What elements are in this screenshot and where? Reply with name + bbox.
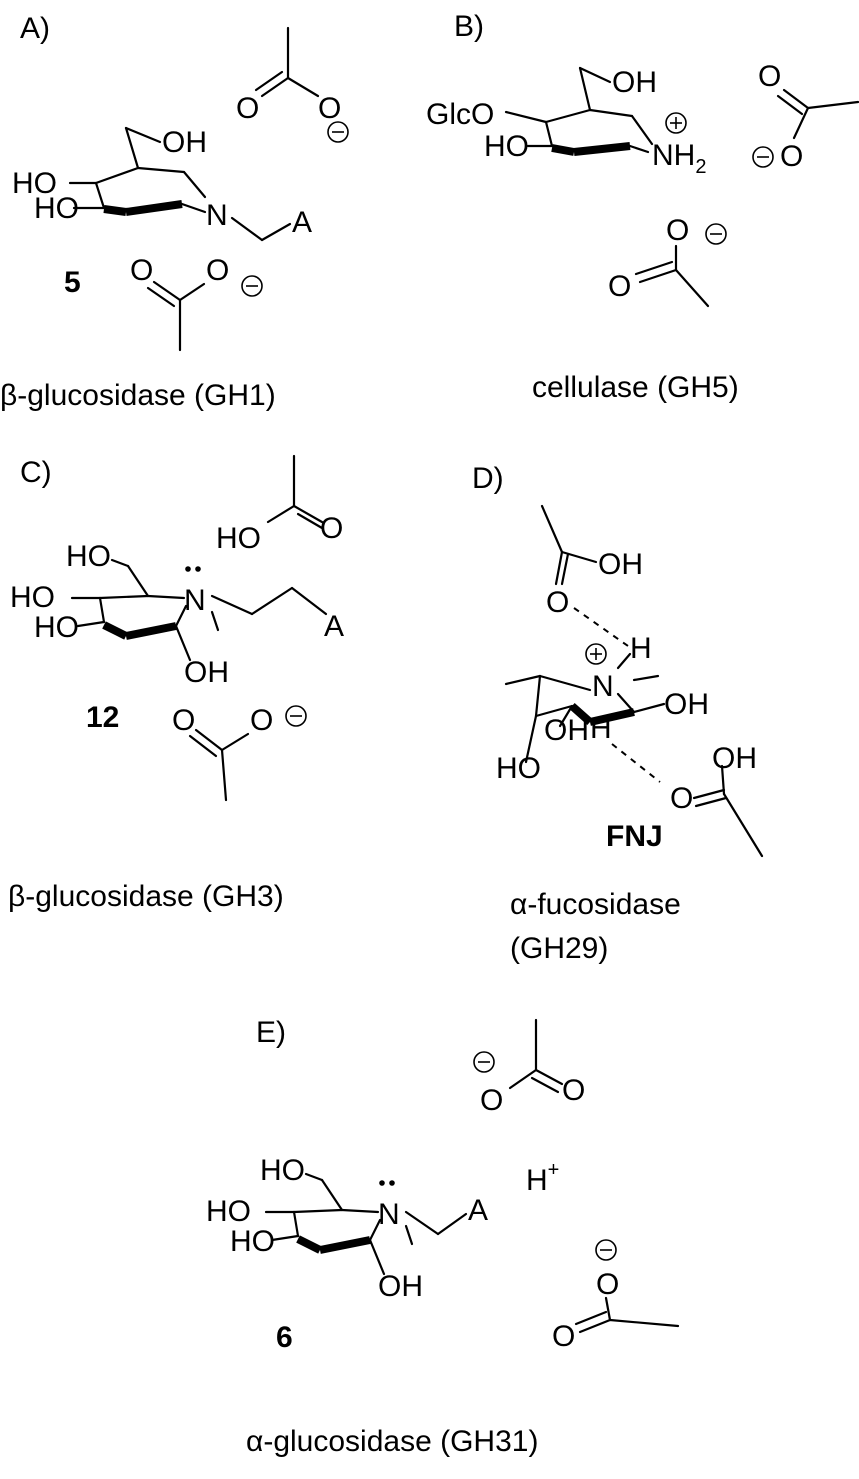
atom-ho: HO: [34, 192, 79, 225]
negative-charge-icon: [752, 146, 774, 168]
acetate-lower-a: O O: [130, 254, 263, 352]
atom-o-neg: O: [250, 704, 273, 737]
atom-o: O: [236, 92, 259, 125]
atom-o-neg: O: [318, 92, 341, 125]
panel-b-label: B): [454, 10, 484, 43]
compound-number: 5: [64, 266, 81, 299]
atom-oh: OH: [712, 742, 757, 775]
atom-o-neg: O: [206, 254, 229, 287]
panel-a-label: A): [20, 12, 50, 45]
acid-upper-c: HO O: [216, 454, 343, 555]
panel-e: E) O O H+ HO HO: [206, 1016, 680, 1458]
atom-oh: OH: [378, 1270, 423, 1303]
atom-oh: OH: [612, 66, 657, 99]
atom-o-neg: O: [780, 140, 803, 173]
atom-a: A: [292, 206, 312, 239]
atom-o: O: [608, 270, 631, 303]
atom-h: H: [590, 712, 612, 745]
negative-charge-icon: [327, 121, 349, 143]
enzyme-caption-line1: α-fucosidase: [510, 888, 681, 921]
atom-a: A: [324, 610, 344, 643]
positive-charge-icon: [585, 643, 607, 665]
panel-a: A) O O OH HO HO N: [0, 12, 349, 412]
panel-e-label: E): [256, 1016, 286, 1049]
acetate-lower-b: O O: [608, 214, 727, 308]
positive-charge-icon: [665, 112, 687, 134]
acid-upper-d: OH O: [540, 504, 643, 647]
acetate-right-b: O O: [752, 60, 859, 173]
atom-n: N: [378, 1198, 400, 1231]
negative-charge-icon: [595, 1239, 617, 1261]
panel-c-label: C): [20, 456, 52, 489]
compound-number: 12: [86, 701, 119, 734]
atom-n: N: [206, 199, 228, 232]
atom-ho: HO: [484, 130, 529, 163]
panel-d: D) OH O H N OH OH: [472, 462, 764, 965]
atom-h: H: [630, 632, 652, 665]
enzyme-caption: β-glucosidase (GH1): [0, 379, 276, 412]
iminosugar-b: OH GlcO HO NH2: [426, 66, 706, 178]
enzyme-caption: α-glucosidase (GH31): [246, 1425, 538, 1458]
atom-o: O: [320, 512, 343, 545]
atom-glco: GlcO: [426, 98, 494, 131]
atom-o: O: [562, 1074, 585, 1107]
atom-ho: HO: [260, 1154, 305, 1187]
enzyme-caption-line2: (GH29): [510, 932, 608, 965]
negative-charge-icon: [241, 275, 263, 297]
atom-ho: HO: [230, 1225, 275, 1258]
proton: H+: [526, 1159, 559, 1197]
atom-ho: HO: [216, 522, 261, 555]
atom-ho: HO: [10, 581, 55, 614]
iminosugar-12: HO HO HO N OH A: [10, 540, 344, 689]
atom-ho: HO: [12, 167, 57, 200]
panel-c: C) HO O HO HO HO N: [8, 454, 344, 913]
acetate-lower-e: O O: [552, 1239, 680, 1353]
iminosugar-fnj: H N OH OH H HO: [496, 632, 709, 785]
atom-ho: HO: [206, 1195, 251, 1228]
compound-number: 6: [276, 1321, 293, 1354]
atom-oh: OH: [184, 656, 229, 689]
atom-n: N: [184, 584, 206, 617]
panel-d-label: D): [472, 462, 504, 495]
acetate-lower-c: O O: [172, 704, 307, 802]
atom-o: O: [670, 782, 693, 815]
iminosugar-5: OH HO HO N A: [12, 126, 312, 242]
atom-o: O: [172, 704, 195, 737]
atom-a: A: [468, 1194, 488, 1227]
negative-charge-icon: [705, 223, 727, 245]
atom-ho: HO: [496, 752, 541, 785]
atom-oh: OH: [664, 688, 709, 721]
iminosugar-6: HO HO HO N OH A: [206, 1154, 488, 1303]
negative-charge-icon: [473, 1051, 495, 1073]
atom-o-neg: O: [666, 214, 689, 247]
atom-ho: HO: [34, 611, 79, 644]
atom-n: N: [592, 670, 614, 703]
atom-o-neg: O: [596, 1268, 619, 1301]
atom-oh: OH: [162, 126, 207, 159]
atom-o: O: [552, 1320, 575, 1353]
atom-o: O: [758, 60, 781, 93]
acid-lower-d: O OH: [670, 742, 764, 858]
atom-nh2: NH2: [652, 139, 706, 178]
atom-o: O: [546, 586, 569, 619]
acetate-upper-e: O O: [473, 1018, 585, 1117]
atom-oh: OH: [544, 714, 589, 747]
atom-o-neg: O: [480, 1084, 503, 1117]
atom-o: O: [130, 254, 153, 287]
atom-oh: OH: [598, 548, 643, 581]
negative-charge-icon: [285, 705, 307, 727]
compound-number: FNJ: [606, 820, 663, 853]
atom-ho: HO: [66, 540, 111, 573]
panel-b: B) OH GlcO HO NH2 O O: [426, 10, 859, 404]
enzyme-caption: β-glucosidase (GH3): [8, 880, 284, 913]
enzyme-caption: cellulase (GH5): [532, 371, 739, 404]
acetate-upper-a: O O: [236, 26, 349, 143]
